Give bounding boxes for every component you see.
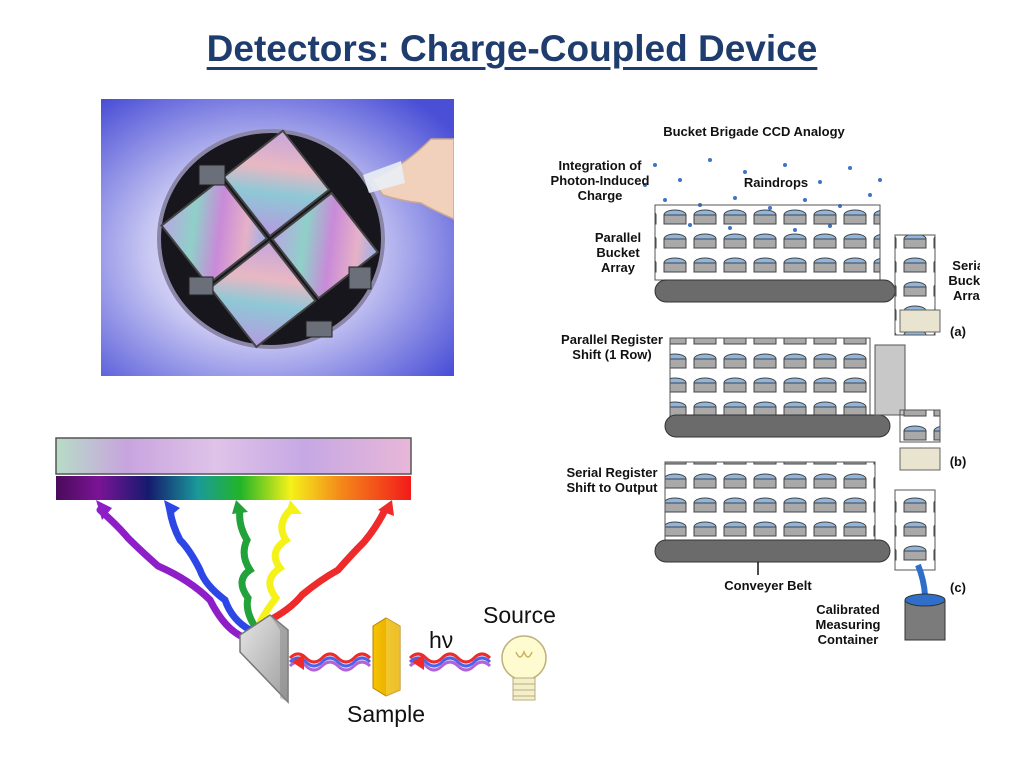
yellow-ray: [256, 506, 294, 626]
panel-a-illustration: [654, 204, 941, 336]
parallel-shift-label-1: Parallel Register: [561, 332, 663, 347]
ccd-wafer-photo: [101, 99, 455, 376]
photon-label: hν: [429, 627, 453, 653]
source-to-sample-beam: [408, 652, 492, 672]
dispersed-rays: [96, 506, 389, 642]
violet-ray: [96, 506, 249, 642]
source-label: Source: [483, 602, 556, 628]
spectrometer-diagram: Source hν Sample: [40, 430, 580, 730]
green-ray: [236, 506, 258, 629]
sample-label: Sample: [347, 701, 425, 727]
calibrated-label-3: Container: [818, 632, 879, 647]
ccd-analogy-heading: Bucket Brigade CCD Analogy: [663, 124, 845, 139]
serial-shift-label-1: Serial Register: [566, 465, 657, 480]
integration-label-2: Photon-Induced: [551, 173, 650, 188]
prism-icon: [239, 614, 289, 704]
panel-b-label: (b): [950, 454, 967, 469]
serial-bucket-label-1: Serial: [952, 258, 980, 273]
spectrum-bar: [56, 476, 411, 500]
parallel-bucket-label-3: Array: [601, 260, 636, 275]
slide-title: Detectors: Charge-Coupled Device: [206, 28, 818, 69]
red-ray: [262, 506, 389, 626]
panel-c-label: (c): [950, 580, 966, 595]
ccd-detector-strip: [55, 437, 412, 475]
calibrated-label-1: Calibrated: [816, 602, 880, 617]
sample-to-prism-beam: [288, 652, 372, 672]
conveyor-belt-label: Conveyer Belt: [724, 578, 812, 593]
serial-bucket-label-2: Bucket: [948, 273, 980, 288]
bucket-brigade-diagram: Bucket Brigade CCD Analogy Integration o…: [540, 110, 993, 650]
ray-arrowheads: [96, 500, 394, 520]
sample-block: [372, 617, 401, 697]
raindrops-label: Raindrops: [744, 175, 808, 190]
lightbulb-icon: [501, 635, 547, 701]
calibrated-label-2: Measuring: [815, 617, 880, 632]
parallel-bucket-label-2: Bucket: [596, 245, 640, 260]
panel-b-illustration: [664, 337, 941, 471]
parallel-shift-label-2: Shift (1 Row): [572, 347, 651, 362]
integration-label-3: Charge: [578, 188, 623, 203]
panel-c-illustration: [654, 461, 946, 641]
blue-ray: [166, 506, 254, 634]
serial-bucket-label-3: Array: [953, 288, 980, 303]
parallel-bucket-label-1: Parallel: [595, 230, 641, 245]
panel-a-label: (a): [950, 324, 966, 339]
integration-label-1: Integration of: [558, 158, 642, 173]
serial-shift-label-2: Shift to Output: [567, 480, 659, 495]
